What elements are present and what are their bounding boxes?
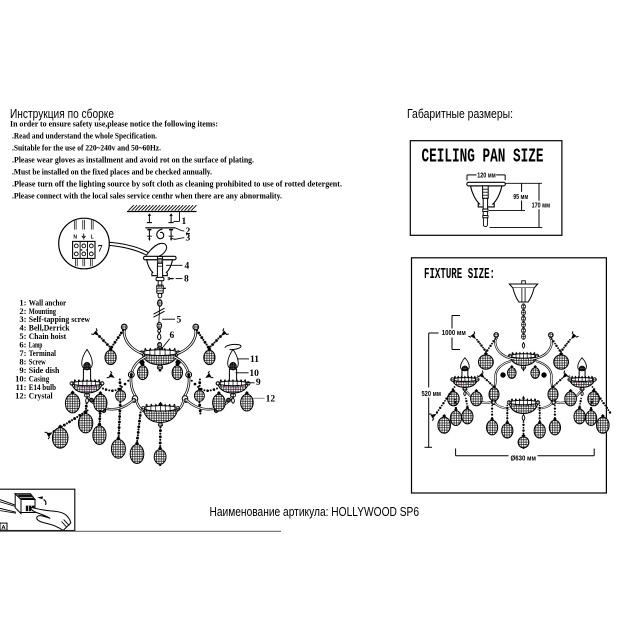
svg-text:95 мм: 95 мм <box>513 194 528 201</box>
svg-text:FIXTURE SIZE:: FIXTURE SIZE: <box>424 267 495 283</box>
svg-text:5:: 5: <box>19 331 26 341</box>
svg-text:Chain hoist: Chain hoist <box>29 331 67 341</box>
svg-text:Наименование артикула: HOLLYWO: Наименование артикула: HOLLYWOOD SP6 <box>210 505 420 519</box>
svg-text:11:: 11: <box>16 382 27 392</box>
svg-text:.Please wear gloves as install: .Please wear gloves as installment and a… <box>12 155 254 165</box>
svg-text:N: N <box>73 235 77 241</box>
svg-text:Screw: Screw <box>29 357 47 367</box>
svg-text:Инструкция по сборке: Инструкция по сборке <box>10 107 114 121</box>
svg-text:8: 8 <box>184 275 189 285</box>
svg-text:.Suitable for the use of 220~2: .Suitable for the use of 220~240v and 50… <box>12 142 161 152</box>
svg-text:A: A <box>1 525 6 531</box>
svg-text:Lamp: Lamp <box>29 340 43 350</box>
svg-text:Crystal: Crystal <box>29 390 53 400</box>
svg-text:520 мм: 520 мм <box>422 391 442 398</box>
svg-text:Self-tapping screw: Self-tapping screw <box>29 314 91 324</box>
svg-text:7: 7 <box>98 245 103 255</box>
svg-text:Ø630 мм: Ø630 мм <box>511 455 537 462</box>
svg-text:6: 6 <box>170 331 175 341</box>
svg-text:3: 3 <box>186 234 191 244</box>
svg-text:.Please turn off the lighting: .Please turn off the lighting source by … <box>12 179 342 189</box>
svg-text:E14 bulb: E14 bulb <box>29 382 56 392</box>
svg-text:L: L <box>91 235 94 241</box>
svg-text:In order to ensure safety use,: In order to ensure safety use,please not… <box>10 118 218 128</box>
svg-text:CEILING PAN SIZE: CEILING PAN SIZE <box>422 146 544 168</box>
svg-text:4: 4 <box>185 261 190 271</box>
svg-text:Casing: Casing <box>29 374 50 384</box>
svg-text:1:: 1: <box>19 297 26 307</box>
svg-text:Mounting: Mounting <box>29 306 57 316</box>
svg-text:Bell,Derrick: Bell,Derrick <box>29 323 70 333</box>
svg-text:.Please connect with the local: .Please connect with the local sales ser… <box>12 191 282 201</box>
svg-text:5: 5 <box>177 315 182 325</box>
svg-text:Wall anchor: Wall anchor <box>29 297 67 307</box>
svg-text:3:: 3: <box>19 314 26 324</box>
svg-text:.Must be installed on the fixe: .Must be installed on the fixed places a… <box>12 167 212 177</box>
svg-text:1000 мм: 1000 мм <box>442 330 466 337</box>
svg-text:2:: 2: <box>19 306 26 316</box>
svg-text:10:: 10: <box>15 374 27 384</box>
svg-text:11: 11 <box>250 355 259 365</box>
svg-text:.Read and understand the whole: .Read and understand the whole Specifica… <box>12 130 157 140</box>
svg-text:1: 1 <box>182 217 187 227</box>
svg-text:10: 10 <box>249 369 259 379</box>
svg-text:8:: 8: <box>19 357 26 367</box>
svg-text:9:: 9: <box>19 365 26 375</box>
svg-text:2: 2 <box>186 227 191 237</box>
svg-text:6:: 6: <box>19 340 26 350</box>
svg-text:9: 9 <box>256 378 261 388</box>
svg-text:Side dish: Side dish <box>29 365 60 375</box>
svg-text:12:: 12: <box>15 390 27 400</box>
svg-text:Габаритные размеры:: Габаритные размеры: <box>407 107 513 121</box>
svg-text:7:: 7: <box>19 348 26 358</box>
svg-text:Terminal: Terminal <box>29 348 57 358</box>
svg-text:12: 12 <box>266 394 276 404</box>
svg-text:170 мм: 170 мм <box>532 203 551 210</box>
svg-text:120 мм: 120 мм <box>477 172 496 179</box>
svg-text:4:: 4: <box>19 323 26 333</box>
